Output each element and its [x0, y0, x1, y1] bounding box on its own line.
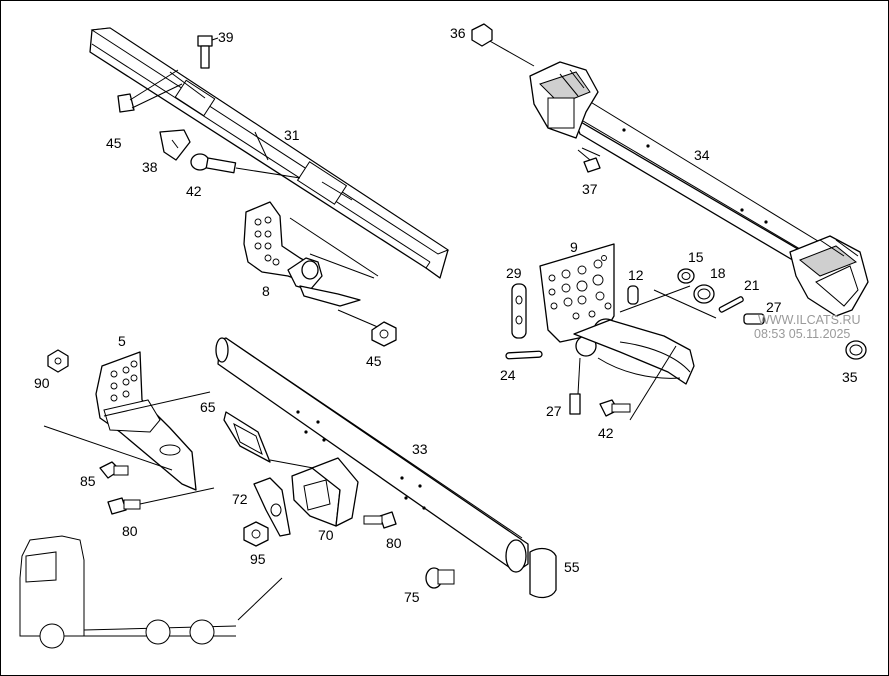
callout-45-lower: 45 — [366, 353, 382, 369]
callout-5: 5 — [118, 333, 126, 349]
callout-85: 85 — [80, 473, 96, 489]
part-35-ring[interactable] — [845, 340, 867, 360]
part-65-plate[interactable] — [223, 411, 325, 471]
part-5-bracket[interactable] — [43, 351, 211, 491]
callout-31: 31 — [284, 127, 300, 143]
callout-37: 37 — [582, 181, 598, 197]
callout-9: 9 — [570, 239, 578, 255]
callout-65: 65 — [200, 399, 216, 415]
part-9-bracket[interactable] — [539, 243, 717, 421]
part-45-nut-lower[interactable] — [371, 321, 397, 347]
callouts: 39 45 38 31 42 8 45 36 34 37 9 29 12 15 … — [34, 25, 858, 605]
part-80-bolt-right[interactable] — [363, 511, 397, 529]
callout-21: 21 — [744, 277, 760, 293]
part-27-nipple-lower[interactable] — [569, 357, 581, 415]
callout-55: 55 — [564, 559, 580, 575]
part-70-plate[interactable] — [291, 457, 359, 527]
part-18-washer[interactable] — [693, 284, 715, 304]
part-45-nut-upper[interactable] — [117, 69, 183, 113]
part-85-bolt[interactable] — [99, 461, 129, 479]
callout-35: 35 — [842, 369, 858, 385]
watermark-site: WWW.ILCATS.RU — [758, 313, 861, 327]
part-72-bracket[interactable] — [253, 477, 291, 537]
callout-38: 38 — [142, 159, 158, 175]
callout-27-right: 27 — [766, 299, 782, 315]
callout-90: 90 — [34, 375, 50, 391]
part-55-cap[interactable] — [529, 547, 557, 599]
part-27-nipple-right[interactable] — [743, 313, 765, 325]
part-80-bolt-left[interactable] — [107, 487, 215, 515]
part-95-nut[interactable] — [243, 521, 269, 547]
part-8-bracket[interactable] — [243, 201, 381, 329]
callout-33: 33 — [412, 441, 428, 457]
part-12-pin[interactable] — [627, 285, 639, 305]
callout-42-upper: 42 — [186, 183, 202, 199]
callout-70: 70 — [318, 527, 334, 543]
part-24-pin[interactable] — [505, 350, 543, 360]
callout-8: 8 — [262, 283, 270, 299]
callout-24: 24 — [500, 367, 516, 383]
callout-75: 75 — [404, 589, 420, 605]
callout-36: 36 — [450, 25, 466, 41]
part-38-clip[interactable] — [159, 129, 191, 161]
callout-12: 12 — [628, 267, 644, 283]
truck-icon — [19, 535, 283, 649]
part-42-bolt-right[interactable] — [599, 399, 631, 417]
part-33-crossmember[interactable] — [215, 337, 529, 573]
callout-72: 72 — [232, 491, 248, 507]
callout-95: 95 — [250, 551, 266, 567]
part-39-bolt[interactable] — [197, 35, 219, 69]
callout-34: 34 — [694, 147, 710, 163]
callout-80-left: 80 — [122, 523, 138, 539]
part-15-bushing[interactable] — [677, 268, 695, 284]
callout-29: 29 — [506, 265, 522, 281]
callout-18: 18 — [710, 265, 726, 281]
part-21-pin[interactable] — [718, 296, 744, 313]
part-37-bolt[interactable] — [577, 149, 601, 173]
callout-80-right: 80 — [386, 535, 402, 551]
callout-27-lower: 27 — [546, 403, 562, 419]
callout-42-right: 42 — [598, 425, 614, 441]
watermark-timestamp: 08:53 05.11.2025 — [754, 327, 850, 341]
part-75-bolt[interactable] — [425, 567, 455, 589]
callout-45-upper: 45 — [106, 135, 122, 151]
part-90-nut[interactable] — [47, 349, 69, 373]
part-29-plate[interactable] — [511, 283, 527, 339]
callout-15: 15 — [688, 249, 704, 265]
part-34-crossmember[interactable] — [487, 39, 869, 317]
part-42-bolt-upper[interactable] — [190, 153, 301, 179]
callout-39: 39 — [218, 29, 234, 45]
part-36-nut[interactable] — [471, 23, 493, 47]
